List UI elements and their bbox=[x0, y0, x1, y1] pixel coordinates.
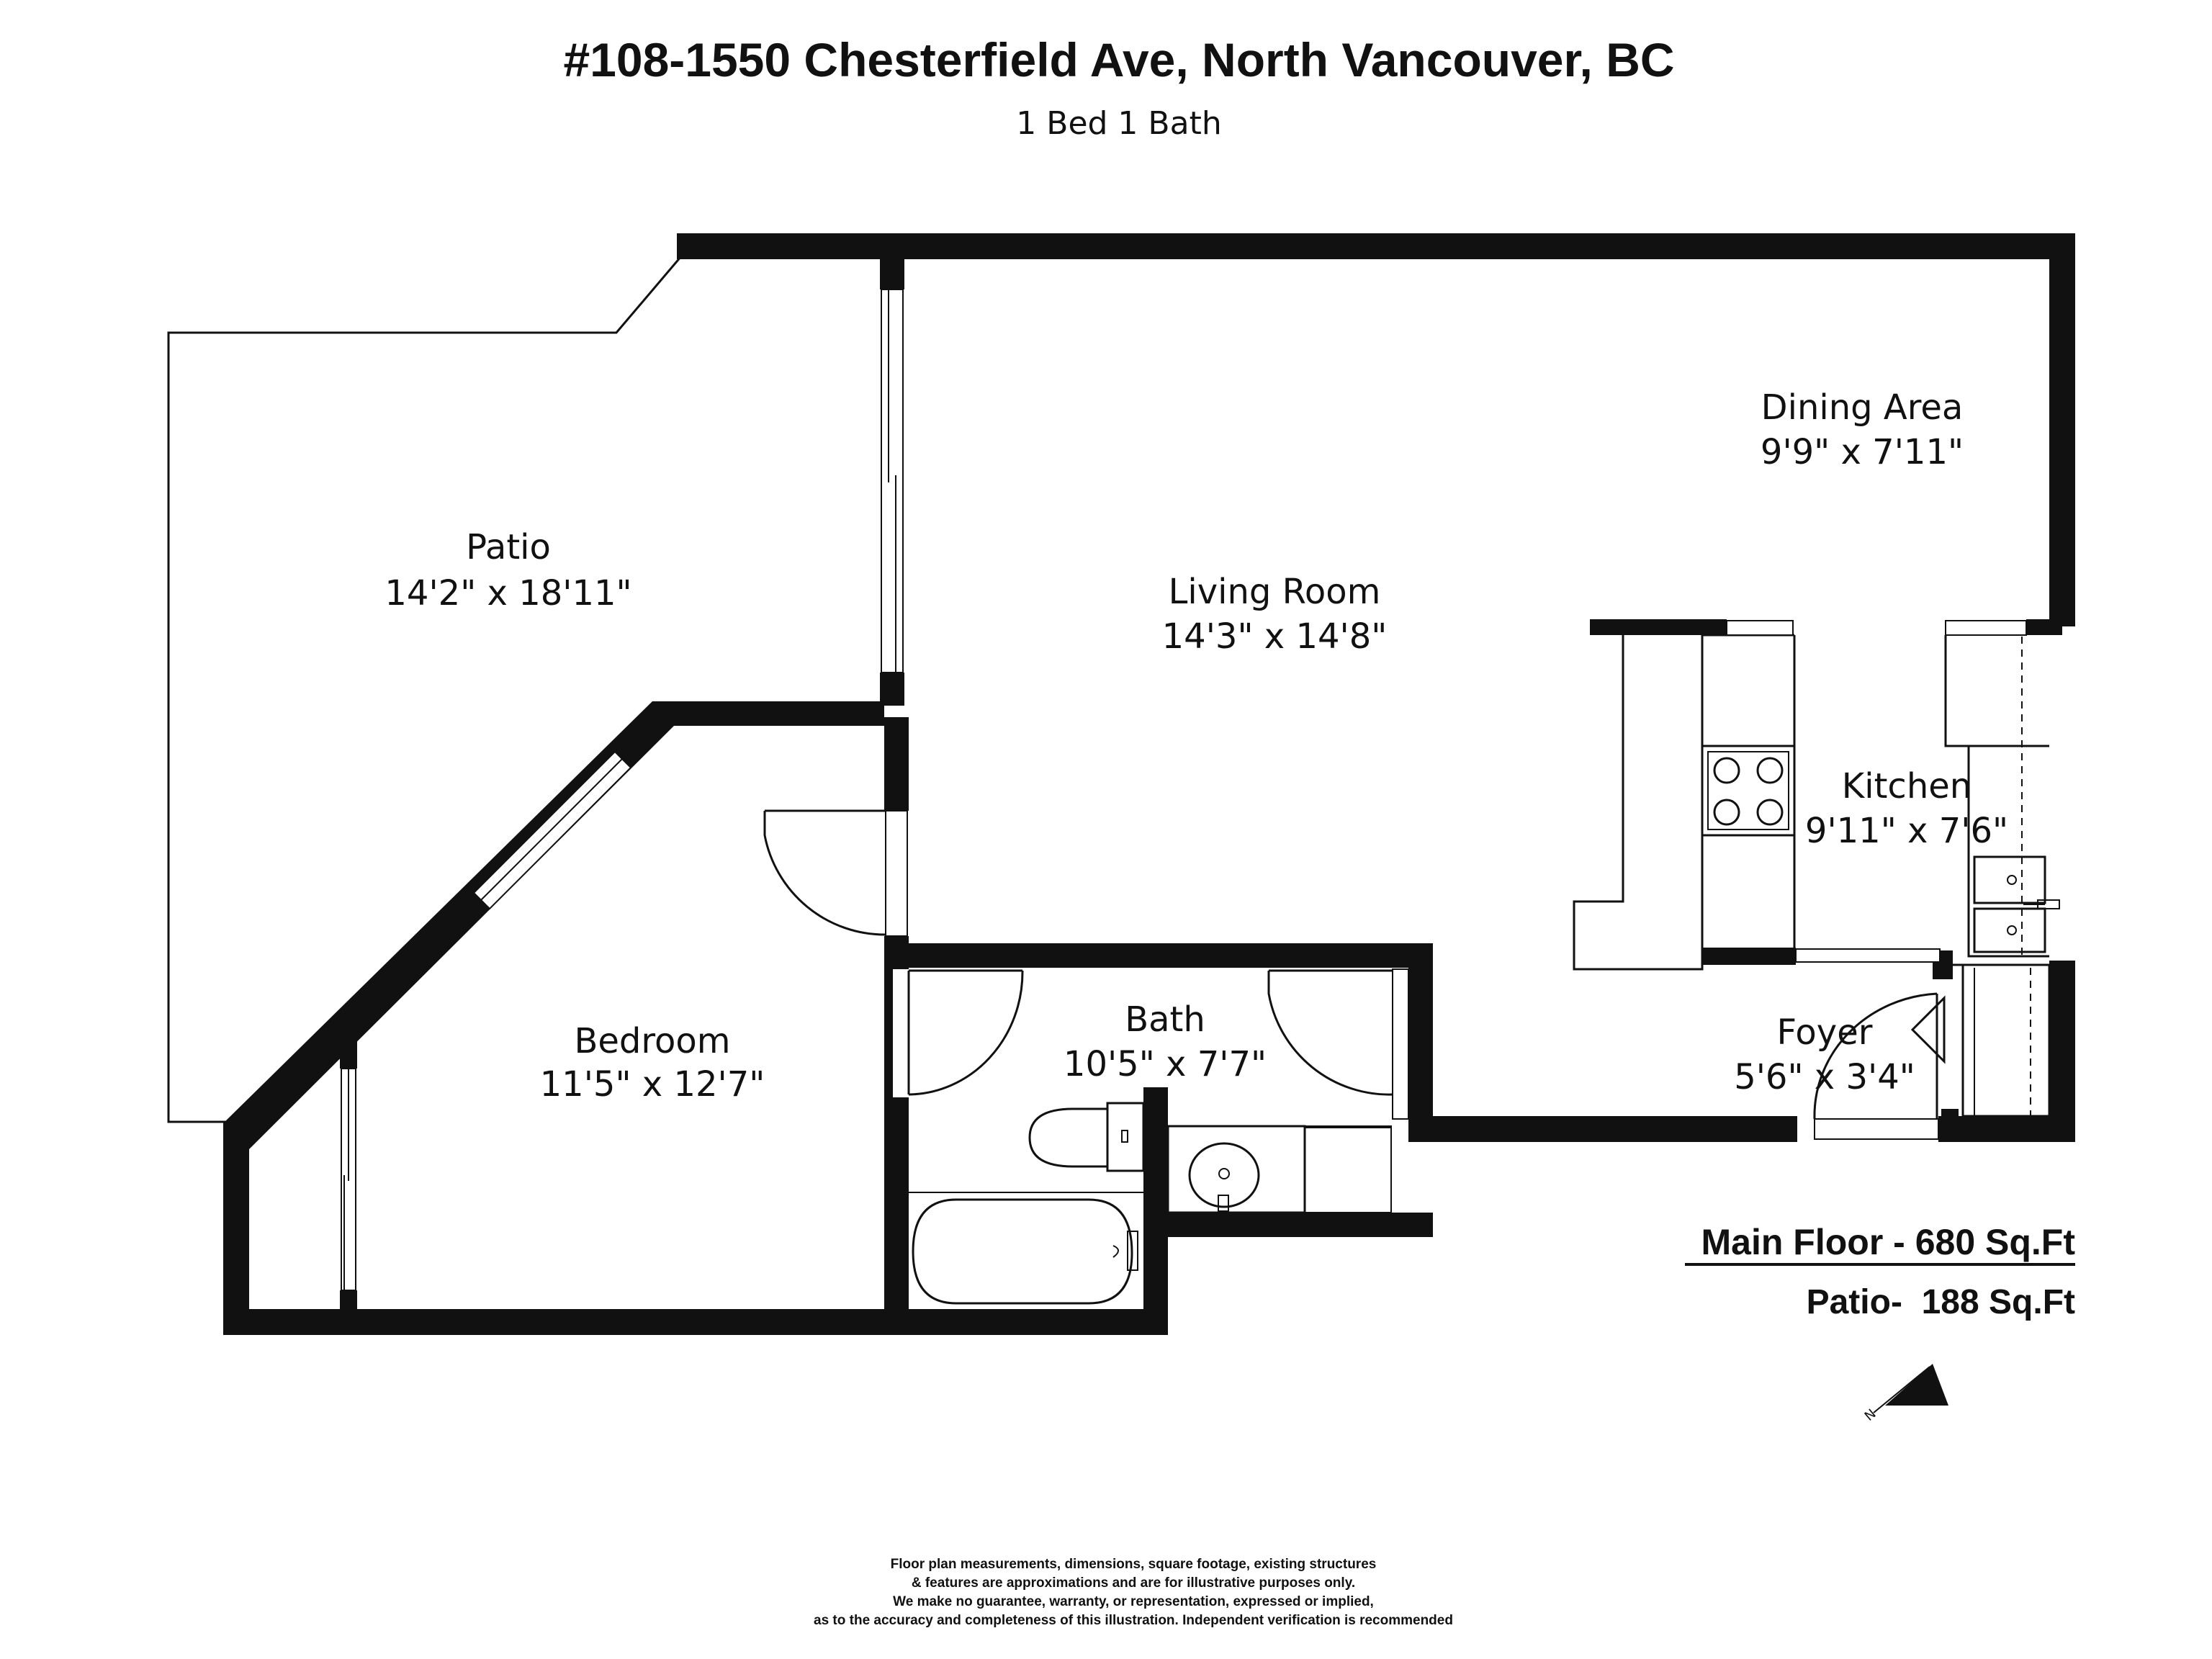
room-dims-living: 14'3" x 14'8" bbox=[1162, 616, 1388, 657]
bedroom-window bbox=[341, 1068, 356, 1291]
disclaimer-line: Floor plan measurements, dimensions, squ… bbox=[891, 1557, 1377, 1572]
disclaimer-line: & features are approximations and are fo… bbox=[912, 1575, 1355, 1591]
stove bbox=[1701, 745, 1796, 837]
room-label-bath: Bath bbox=[1125, 999, 1205, 1040]
room-dims-kitchen: 9'11" x 7'6" bbox=[1805, 811, 2008, 851]
toilet-bowl bbox=[1028, 1107, 1107, 1168]
room-dims-bath: 10'5" x 7'7" bbox=[1064, 1044, 1267, 1084]
bathtub bbox=[912, 1198, 1133, 1305]
bath-door-left bbox=[893, 969, 1024, 1097]
compass-north-label: N bbox=[1862, 1406, 1879, 1424]
room-dims-foyer: 5'6" x 3'4" bbox=[1734, 1057, 1915, 1097]
vanity bbox=[1166, 1125, 1306, 1214]
room-label-patio: Patio bbox=[466, 527, 551, 567]
room-dims-patio: 14'2" x 18'11" bbox=[385, 573, 631, 613]
bath-fixtures bbox=[909, 1102, 1392, 1305]
compass-arrow-icon: N bbox=[1862, 1364, 1948, 1424]
toilet-tank bbox=[1106, 1102, 1145, 1172]
room-dims-bedroom: 11'5" x 12'7" bbox=[540, 1064, 765, 1105]
disclaimer-line: as to the accuracy and completeness of t… bbox=[814, 1613, 1453, 1628]
patio-area: Patio- 188 Sq.Ft bbox=[1807, 1283, 2075, 1321]
room-label-bedroom: Bedroom bbox=[574, 1021, 730, 1061]
disclaimer-line: We make no guarantee, warranty, or repre… bbox=[893, 1594, 1374, 1609]
sink bbox=[1188, 1142, 1260, 1208]
disclaimer: Floor plan measurements, dimensions, squ… bbox=[814, 1557, 1453, 1628]
walls bbox=[223, 233, 2075, 1335]
page-subtitle: 1 Bed 1 Bath bbox=[1016, 105, 1221, 142]
room-label-kitchen: Kitchen bbox=[1842, 766, 1972, 806]
room-label-dining: Dining Area bbox=[1761, 387, 1964, 428]
bedroom-diagonal-window bbox=[472, 750, 632, 910]
bath-closet-door bbox=[1267, 968, 1409, 1120]
kitchen-sink bbox=[1973, 855, 2046, 904]
main-floor-area: Main Floor - 680 Sq.Ft bbox=[1701, 1222, 2076, 1262]
room-dims-dining: 9'9" x 7'11" bbox=[1761, 432, 1964, 472]
page-title: #108-1550 Chesterfield Ave, North Vancou… bbox=[563, 33, 1674, 86]
living-patio-slider bbox=[881, 289, 904, 673]
room-label-living: Living Room bbox=[1169, 572, 1381, 612]
foyer-fixtures bbox=[1813, 963, 2051, 1140]
room-label-foyer: Foyer bbox=[1777, 1012, 1873, 1053]
bedroom-door bbox=[763, 809, 908, 937]
kitchen-fixtures bbox=[1573, 620, 2060, 971]
patio-outline bbox=[167, 256, 683, 1123]
